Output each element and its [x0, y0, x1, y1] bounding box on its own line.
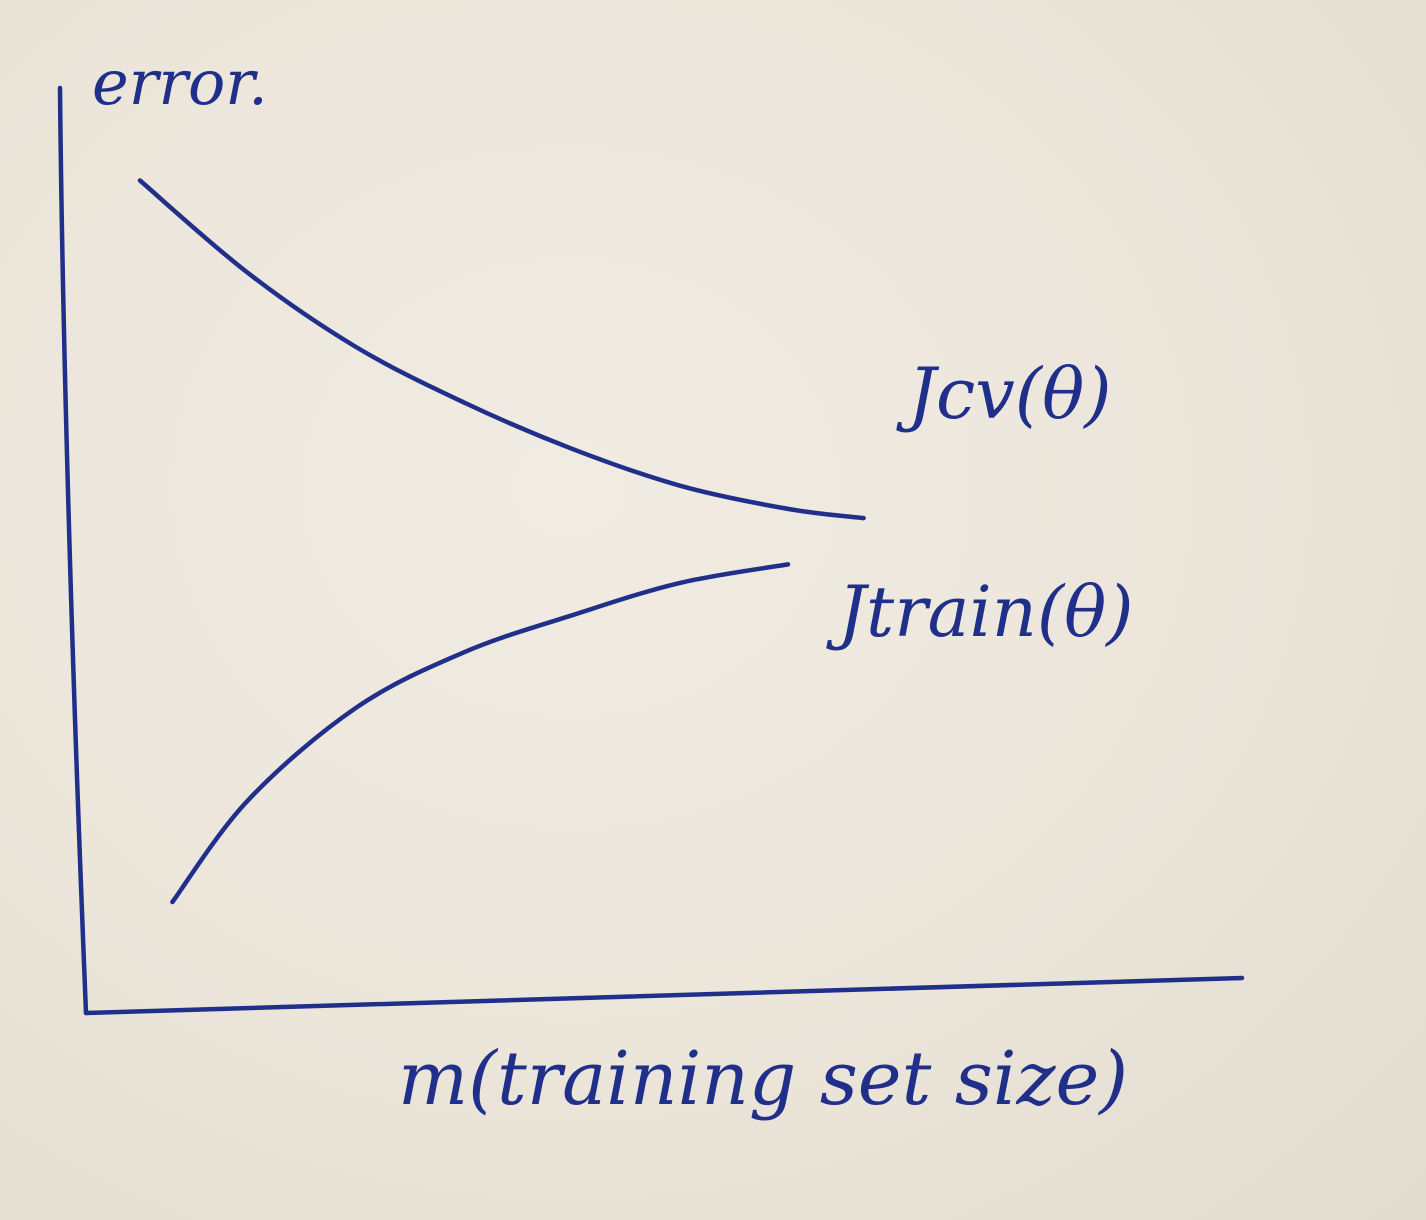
series-label-jtrain: Jtrain(θ) [826, 571, 1134, 653]
jtrain-line [170, 562, 791, 905]
chart-labels: error. m(training set size) Jcv(θ) Jtrai… [92, 46, 1134, 1122]
x-axis-label: m(training set size) [398, 1036, 1128, 1122]
jcv-line [137, 178, 866, 521]
y-axis-label: error. [92, 46, 268, 119]
y-axis-line [57, 85, 89, 1016]
axes [57, 85, 1245, 1016]
series-lines [137, 178, 866, 905]
x-axis-line [83, 975, 1245, 1016]
series-label-jcv: Jcv(θ) [896, 353, 1112, 435]
